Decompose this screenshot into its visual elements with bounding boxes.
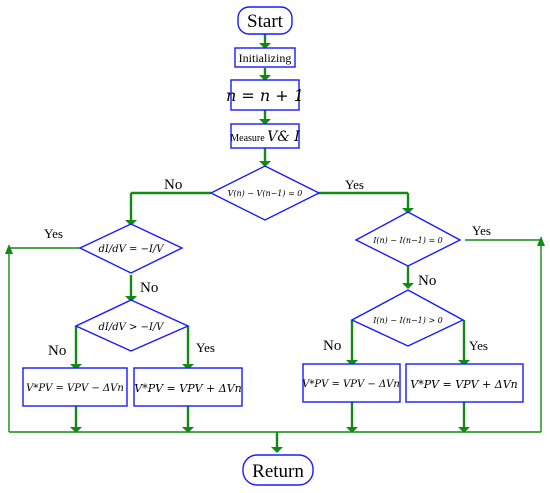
decision-i-greater-label: I(n) − I(n−1) > 0 <box>372 316 443 325</box>
action-left-decrease: V*PV = VPV − ΔVn <box>22 367 128 407</box>
branch-no-i-eq: No <box>418 273 436 289</box>
measure-prefix: Measure <box>230 133 267 144</box>
action-left-decrease-label: V*PV = VPV − ΔVn <box>26 383 124 394</box>
start-shape <box>237 6 293 35</box>
branch-yes-didv-gt: Yes <box>196 340 215 355</box>
action-right-decrease-box <box>302 363 401 403</box>
decision-didv-equal-shape <box>78 223 184 274</box>
start-label: Start <box>247 11 284 32</box>
branch-yes-i-gt: Yes <box>469 338 488 353</box>
decision-i-equal-label: I(n) − I(n−1) = 0 <box>372 236 443 245</box>
return-shape <box>242 454 314 486</box>
branch-no-i-gt: No <box>323 338 341 354</box>
decision-v-equal: V(n) − V(n−1) = 0 <box>209 165 321 221</box>
init-step: Initializing <box>234 47 296 68</box>
start-terminal: Start <box>237 6 293 35</box>
measure-box <box>230 123 300 149</box>
branch-yes-didv-eq: Yes <box>44 226 63 241</box>
measure-label: Measure V& I <box>230 129 300 145</box>
measure-step: Measure V& I <box>230 123 300 149</box>
increment-step: n = n + 1 <box>226 79 304 111</box>
increment-box <box>230 79 300 111</box>
action-left-increase: V*PV = VPV + ΔVn <box>133 367 243 407</box>
increment-label: n = n + 1 <box>226 86 304 105</box>
branch-yes-v: Yes <box>345 177 364 192</box>
decision-i-equal: I(n) − I(n−1) = 0 <box>354 211 462 267</box>
init-label: Initializing <box>239 51 292 65</box>
action-right-increase: V*PV = VPV + ΔVn <box>405 363 524 403</box>
decision-v-equal-shape <box>209 165 321 221</box>
action-left-increase-box <box>133 367 243 407</box>
measure-vars: V& I <box>267 129 300 145</box>
decision-didv-equal-label: dI/dV = −I/V <box>99 244 166 255</box>
decision-didv-greater: dI/dV > −I/V <box>74 299 190 352</box>
branch-no-v: No <box>164 177 182 193</box>
branch-no-didv-eq: No <box>140 280 158 296</box>
decision-didv-equal: dI/dV = −I/V <box>78 223 184 274</box>
action-left-increase-label: V*PV = VPV + ΔVn <box>134 382 241 395</box>
decision-i-equal-shape <box>354 211 462 267</box>
arrowheads <box>5 43 545 453</box>
decision-didv-greater-label: dI/dV > −I/V <box>99 322 166 333</box>
action-left-decrease-box <box>22 367 128 407</box>
decision-i-greater-shape <box>350 289 465 347</box>
action-right-increase-box <box>405 363 524 403</box>
branch-labels: No Yes Yes No No Yes Yes No No Yes <box>44 177 491 359</box>
action-right-increase-label: V*PV = VPV + ΔVn <box>410 378 517 391</box>
return-terminal: Return <box>242 454 314 486</box>
decision-i-greater: I(n) − I(n−1) > 0 <box>350 289 465 347</box>
init-box <box>234 47 296 68</box>
action-right-decrease: V*PV = VPV − ΔVn <box>302 363 401 403</box>
branch-yes-i-eq: Yes <box>472 223 491 238</box>
action-right-decrease-label: V*PV = VPV − ΔVn <box>302 379 400 390</box>
branch-no-didv-gt: No <box>48 343 66 359</box>
return-label: Return <box>252 461 304 482</box>
decision-v-equal-label: V(n) − V(n−1) = 0 <box>228 189 303 198</box>
decision-didv-greater-shape <box>74 299 190 352</box>
flow-lines <box>8 34 542 449</box>
